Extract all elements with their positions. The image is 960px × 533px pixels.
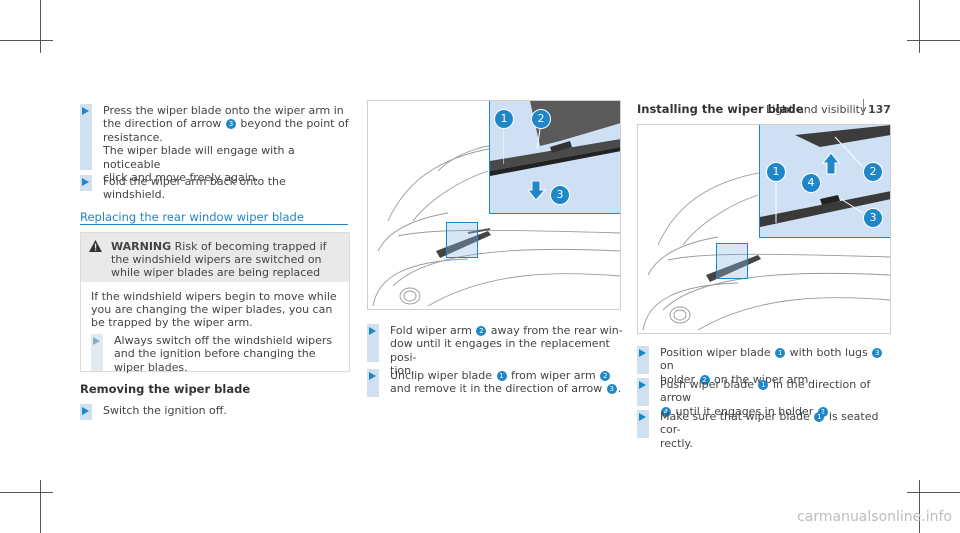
step-fold-arm: Fold wiper arm 2 away from the rear win-… bbox=[367, 324, 627, 377]
warning-header: WARNING Risk of becoming trapped if the … bbox=[81, 233, 349, 282]
step-arrow-icon bbox=[369, 327, 376, 335]
step-arrow-icon bbox=[82, 178, 89, 186]
page-number: 137 bbox=[868, 103, 891, 116]
header-divider bbox=[863, 99, 864, 115]
step-text: The wiper blade will engage with a notic… bbox=[103, 144, 295, 171]
step-fold-back: Fold the wiper arm back onto the windshi… bbox=[80, 175, 350, 201]
step-arrow-icon bbox=[639, 349, 646, 357]
figure-remove-wiper: 1 2 3 bbox=[367, 100, 621, 310]
step-text: click and move freely again. bbox=[103, 171, 259, 185]
callout-1: 1 bbox=[494, 109, 514, 129]
callout-1-icon: 1 bbox=[758, 380, 769, 390]
step-bar bbox=[80, 104, 92, 170]
step-press-blade: Press the wiper blade onto the wiper arm… bbox=[80, 104, 350, 184]
figure-install-wiper: 1 4 2 3 bbox=[637, 124, 891, 334]
step-arrow-icon bbox=[639, 381, 646, 389]
callout-2-icon: 2 bbox=[699, 374, 710, 385]
step-arrow-icon bbox=[82, 107, 89, 115]
callout-leaders bbox=[775, 136, 864, 223]
callout-3-icon: 3 bbox=[606, 384, 617, 395]
up-arrow-icon bbox=[821, 152, 841, 179]
callout-4-icon: 4 bbox=[661, 406, 671, 417]
section-rule bbox=[80, 224, 348, 225]
step-position-blade: Position wiper blade 1 with both lugs 3 … bbox=[637, 346, 897, 386]
step-push-blade: Push wiper blade 1 in the direction of a… bbox=[637, 378, 897, 418]
callout-2-icon: 2 bbox=[817, 406, 828, 417]
removing-title: Removing the wiper blade bbox=[80, 382, 251, 396]
step-arrow-icon bbox=[369, 372, 376, 380]
callout-2: 2 bbox=[531, 109, 551, 129]
warning-line: the windshield wipers are switched on bbox=[111, 253, 322, 266]
inset-detail bbox=[759, 125, 890, 238]
warning-body: be trapped by the wiper arm. bbox=[91, 316, 253, 329]
callout-leaders bbox=[503, 129, 541, 164]
callout-3: 3 bbox=[550, 185, 570, 205]
callout-3: 3 bbox=[863, 208, 883, 228]
warning-body: If the windshield wipers begin to move w… bbox=[91, 290, 337, 303]
step-arrow-icon bbox=[639, 413, 646, 421]
callout-3-icon: 3 bbox=[872, 348, 883, 358]
callout-1-icon: 1 bbox=[814, 412, 825, 422]
warning-triangle-icon bbox=[89, 240, 102, 252]
wiper-detail-illustration bbox=[490, 101, 620, 176]
callout-2-icon: 2 bbox=[600, 371, 611, 381]
highlight-area bbox=[716, 243, 748, 279]
step-check-seated: Make sure that wiper blade 1 is seated c… bbox=[637, 410, 897, 450]
step-text: Press the wiper blade onto the wiper arm… bbox=[103, 104, 344, 117]
callout-2-icon: 2 bbox=[476, 326, 487, 336]
step-text: resistance. bbox=[103, 130, 163, 144]
down-arrow-icon bbox=[526, 180, 547, 201]
step-arrow-icon bbox=[93, 337, 100, 345]
step-arrow-icon bbox=[82, 407, 89, 415]
warning-body: you are changing the wiper blades, you c… bbox=[91, 303, 333, 316]
callout-1: 1 bbox=[766, 162, 786, 182]
installing-title: Installing the wiper blade bbox=[637, 102, 804, 116]
step-text: the direction of arrow 3 beyond the poin… bbox=[103, 117, 349, 131]
step-ignition-off: Switch the ignition off. bbox=[80, 404, 350, 422]
wiper-install-illustration bbox=[760, 125, 890, 227]
callout-3-icon: 3 bbox=[225, 119, 236, 130]
step-text: Fold the wiper arm back onto the windshi… bbox=[103, 175, 286, 202]
callout-4: 4 bbox=[801, 173, 821, 193]
warning-line: WARNING Risk of becoming trapped if bbox=[111, 240, 327, 253]
warning-label: WARNING bbox=[111, 240, 172, 253]
warning-line: while wiper blades are being replaced bbox=[111, 266, 321, 279]
section-name: Light and visibility bbox=[766, 103, 867, 116]
warning-box: WARNING Risk of becoming trapped if the … bbox=[80, 232, 350, 374]
callout-1-icon: 1 bbox=[775, 348, 786, 358]
callout-1-icon: 1 bbox=[496, 371, 507, 381]
step-unclip-blade: Unclip wiper blade 1 from wiper arm 2 an… bbox=[367, 369, 627, 399]
step-text: Switch the ignition off. bbox=[103, 404, 227, 417]
warning-step: Always switch off the windshield wipers … bbox=[91, 334, 341, 374]
watermark: carmanualsonline.info bbox=[797, 509, 952, 525]
callout-2: 2 bbox=[863, 162, 883, 182]
highlight-area bbox=[446, 222, 478, 258]
section-title: Replacing the rear window wiper blade bbox=[80, 210, 304, 224]
